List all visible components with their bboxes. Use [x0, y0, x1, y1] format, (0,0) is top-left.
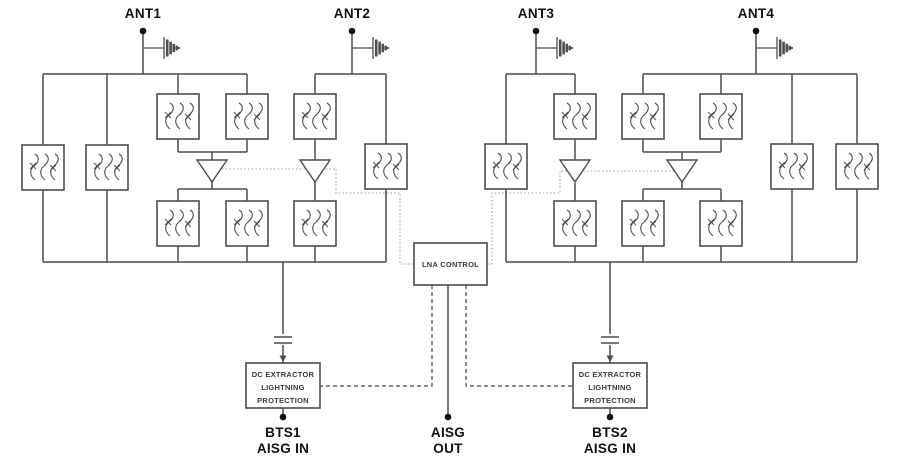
rf-filter-icon	[699, 200, 743, 247]
aisg-dashed-links	[320, 285, 573, 387]
rf-filter-icon	[156, 93, 200, 140]
bts2-label-line1: BTS2	[592, 425, 628, 440]
bts1-label-line2: AISG IN	[257, 441, 309, 456]
surge-arrester-icon	[534, 35, 574, 61]
dc-extractor-box-right	[572, 362, 648, 409]
ant2-terminal-icon	[348, 27, 356, 35]
down-arrow-icon	[606, 355, 614, 362]
bts2-label-line2: AISG IN	[584, 441, 636, 456]
aisg-link-to-bts2	[465, 285, 573, 387]
block-labels: LNA CONTROL DC EXTRACTOR LIGHTNING PROTE…	[252, 260, 642, 405]
aisg-out-terminal-icon	[444, 413, 452, 421]
rf-filter-icon	[85, 144, 129, 191]
rf-filter-icon	[621, 200, 665, 247]
rf-filter-icon	[699, 93, 743, 140]
lna-control-box	[413, 242, 488, 286]
ant3-label: ANT3	[518, 6, 555, 21]
lna-control-links	[222, 168, 674, 265]
rf-wiring	[42, 31, 858, 417]
lna-amplifier-icon	[196, 159, 228, 183]
bts2-terminal-icon	[606, 413, 614, 421]
rf-filter-icon	[225, 93, 269, 140]
aisg-out-label-line1: AISG	[431, 425, 465, 440]
lna-amplifier-icon	[666, 159, 698, 183]
dc-extractor-right-line1: DC EXTRACTOR	[579, 370, 642, 379]
dc-extractor-right-line2: LIGHTNING	[588, 383, 632, 392]
lna-amplifier-icon	[299, 159, 331, 183]
rf-filter-icon	[225, 200, 269, 247]
aisg-link-to-bts1	[320, 285, 433, 387]
rf-filter-icon	[835, 143, 879, 190]
port-labels: ANT1 ANT2 ANT3 ANT4 BTS1 AISG IN AISG OU…	[125, 6, 775, 456]
dc-extractor-left-line2: LIGHTNING	[261, 383, 305, 392]
ant1-label: ANT1	[125, 6, 162, 21]
rf-filter-icon	[21, 144, 65, 191]
rf-filter-icon	[293, 93, 337, 140]
dc-extractor-left-line3: PROTECTION	[257, 396, 309, 405]
dc-extractor-left-line1: DC EXTRACTOR	[252, 370, 315, 379]
rf-filter-icon	[621, 93, 665, 140]
wires-left-module	[42, 31, 387, 263]
ant4-label: ANT4	[738, 6, 775, 21]
ant2-label: ANT2	[334, 6, 370, 21]
components	[21, 35, 879, 409]
rf-filter-icon	[553, 200, 597, 247]
lna-control-link-left	[222, 168, 414, 265]
rf-filter-icon	[364, 143, 408, 190]
lna-control-label: LNA CONTROL	[422, 260, 479, 269]
rf-filter-icon	[293, 200, 337, 247]
bts1-label-line1: BTS1	[265, 425, 301, 440]
flow-arrows	[279, 355, 614, 362]
dc-extractor-box-left	[245, 362, 321, 409]
surge-arrester-icon	[350, 35, 390, 61]
bts1-terminal-icon	[279, 413, 287, 421]
aisg-out-label-line2: OUT	[433, 441, 463, 456]
surge-arrester-icon	[754, 35, 794, 61]
rf-filter-icon	[156, 200, 200, 247]
rf-filter-icon	[770, 143, 814, 190]
rf-filter-icon	[553, 93, 597, 140]
ant3-terminal-icon	[532, 27, 540, 35]
rf-filter-icon	[484, 143, 528, 190]
wires-bts-aisg-drops	[274, 262, 619, 417]
dc-extractor-right-line3: PROTECTION	[584, 396, 636, 405]
down-arrow-icon	[279, 355, 287, 362]
lna-amplifier-icon	[559, 159, 591, 183]
wires-right-module	[505, 31, 858, 263]
ant1-terminal-icon	[139, 27, 147, 35]
surge-arrester-icon	[141, 35, 181, 61]
ant4-terminal-icon	[752, 27, 760, 35]
